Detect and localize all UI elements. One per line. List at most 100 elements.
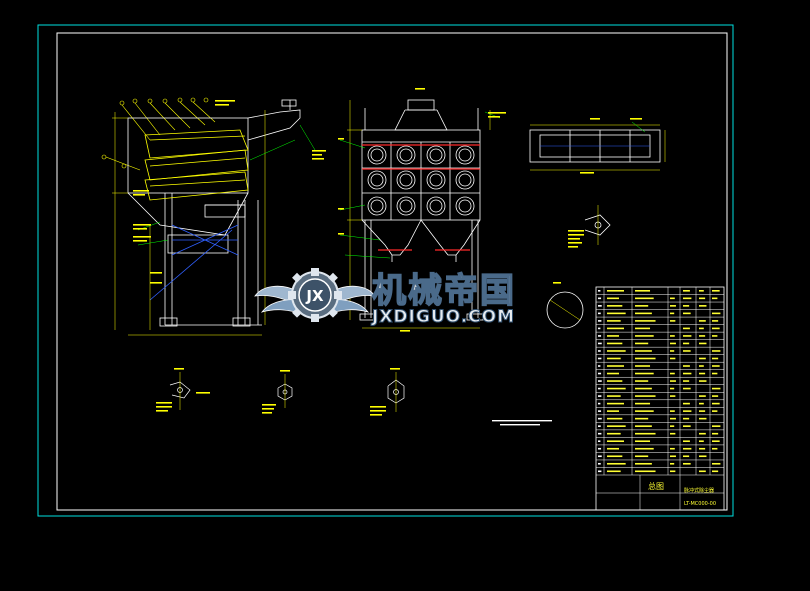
table-cell-text	[699, 447, 706, 450]
table-cell-text	[683, 462, 691, 465]
table-cell-text	[699, 372, 706, 375]
table-cell-text	[670, 342, 676, 345]
table-cell-text	[598, 327, 601, 330]
table-cell-text	[712, 402, 720, 405]
table-cell-text	[598, 380, 602, 382]
table-cell-text	[607, 372, 619, 375]
table-cell-text	[598, 372, 602, 375]
technical-notes	[492, 420, 552, 426]
table-cell-text	[712, 335, 718, 337]
table-cell-text	[699, 432, 706, 435]
table-cell-text	[699, 402, 704, 405]
side-view-filter-bags	[144, 129, 249, 201]
table-cell-text	[635, 395, 656, 397]
side-view-leaders	[137, 124, 316, 246]
table-cell-text	[598, 320, 602, 322]
table-cell-text	[683, 447, 692, 450]
watermark-name-en: JXDIGUO.COM	[371, 307, 515, 327]
table-cell-text	[683, 297, 692, 300]
table-cell-text	[598, 312, 601, 315]
front-view-housing	[359, 129, 484, 321]
table-cell-text	[712, 320, 719, 322]
detail-d	[387, 372, 405, 412]
table-cell-text	[699, 357, 706, 360]
parts-list-table: 总图 脉冲式除尘器 LT-MC000-00	[595, 286, 725, 511]
watermark: JX 机械帝国 JXDIGUO.COM	[254, 268, 516, 328]
detail-c	[277, 374, 293, 408]
table-cell-text	[712, 327, 720, 330]
table-cell-text	[712, 447, 718, 450]
table-cell-text	[670, 297, 675, 300]
table-cell-text	[699, 342, 707, 345]
table-cell-text	[712, 312, 721, 315]
outer-frame	[37, 24, 734, 517]
table-cell-text	[670, 357, 676, 360]
table-cell-text	[670, 462, 675, 465]
table-cell-text	[712, 425, 721, 427]
table-cell-text	[670, 410, 675, 412]
table-cell-text	[712, 290, 720, 292]
table-cell-text	[635, 432, 656, 435]
table-cell-text	[683, 350, 691, 352]
table-cell-text	[635, 440, 651, 443]
table-cell-text	[670, 372, 675, 375]
table-cell-text	[712, 357, 719, 360]
detail-b	[169, 372, 191, 410]
table-cell-text	[712, 350, 721, 352]
table-cell-text	[607, 312, 626, 315]
table-cell-text	[683, 342, 690, 345]
table-cell-text	[635, 290, 651, 292]
bottom-details	[156, 368, 552, 426]
table-cell-text	[683, 417, 690, 420]
top-view	[529, 118, 666, 174]
table-cell-text	[635, 312, 652, 315]
table-cell-text	[607, 402, 624, 405]
table-cell-text	[598, 432, 602, 435]
table-cell-text	[699, 290, 704, 292]
watermark-name-cn: 机械帝国	[372, 271, 516, 311]
table-cell-text	[635, 380, 649, 382]
table-cell-text	[598, 417, 602, 420]
table-cell-text	[598, 357, 602, 360]
table-cell-text	[607, 410, 619, 412]
side-view-braces	[149, 224, 239, 301]
table-cell-text	[699, 455, 707, 458]
detail-a	[568, 205, 611, 248]
table-cell-text	[712, 470, 719, 473]
table-cell-text	[607, 327, 624, 330]
side-view-labels	[133, 100, 326, 284]
table-cell-text	[699, 380, 707, 382]
table-cell-text	[635, 327, 651, 330]
inner-frame	[56, 32, 728, 511]
table-cell-text	[670, 335, 675, 337]
table-cell-text	[683, 312, 691, 315]
table-cell-text	[607, 297, 619, 300]
table-cell-text	[607, 470, 621, 473]
table-cell-text	[607, 455, 623, 458]
table-cell-text	[670, 417, 676, 420]
table-cell-text	[598, 335, 602, 337]
table-cell-text	[712, 297, 718, 300]
table-cell-text	[635, 372, 654, 375]
table-cell-text	[670, 305, 676, 307]
table-cell-text	[712, 440, 720, 443]
table-cell-text	[635, 305, 649, 307]
gear-icon: JX	[288, 268, 342, 322]
table-cell-text	[683, 290, 690, 292]
table-cell-text	[670, 320, 676, 322]
table-cell-text	[607, 342, 623, 345]
table-cell-text	[635, 357, 656, 360]
table-cell-text	[670, 380, 676, 382]
table-cell-text	[635, 462, 652, 465]
table-cell-text	[607, 432, 621, 435]
table-cell-text	[635, 365, 651, 367]
table-cell-text	[683, 440, 690, 443]
table-cell-text	[598, 342, 602, 345]
table-cell-text	[635, 350, 652, 352]
table-cell-text	[598, 305, 602, 307]
table-cell-text	[683, 410, 692, 412]
table-cell-text	[607, 425, 626, 427]
table-cell-text	[607, 387, 626, 390]
